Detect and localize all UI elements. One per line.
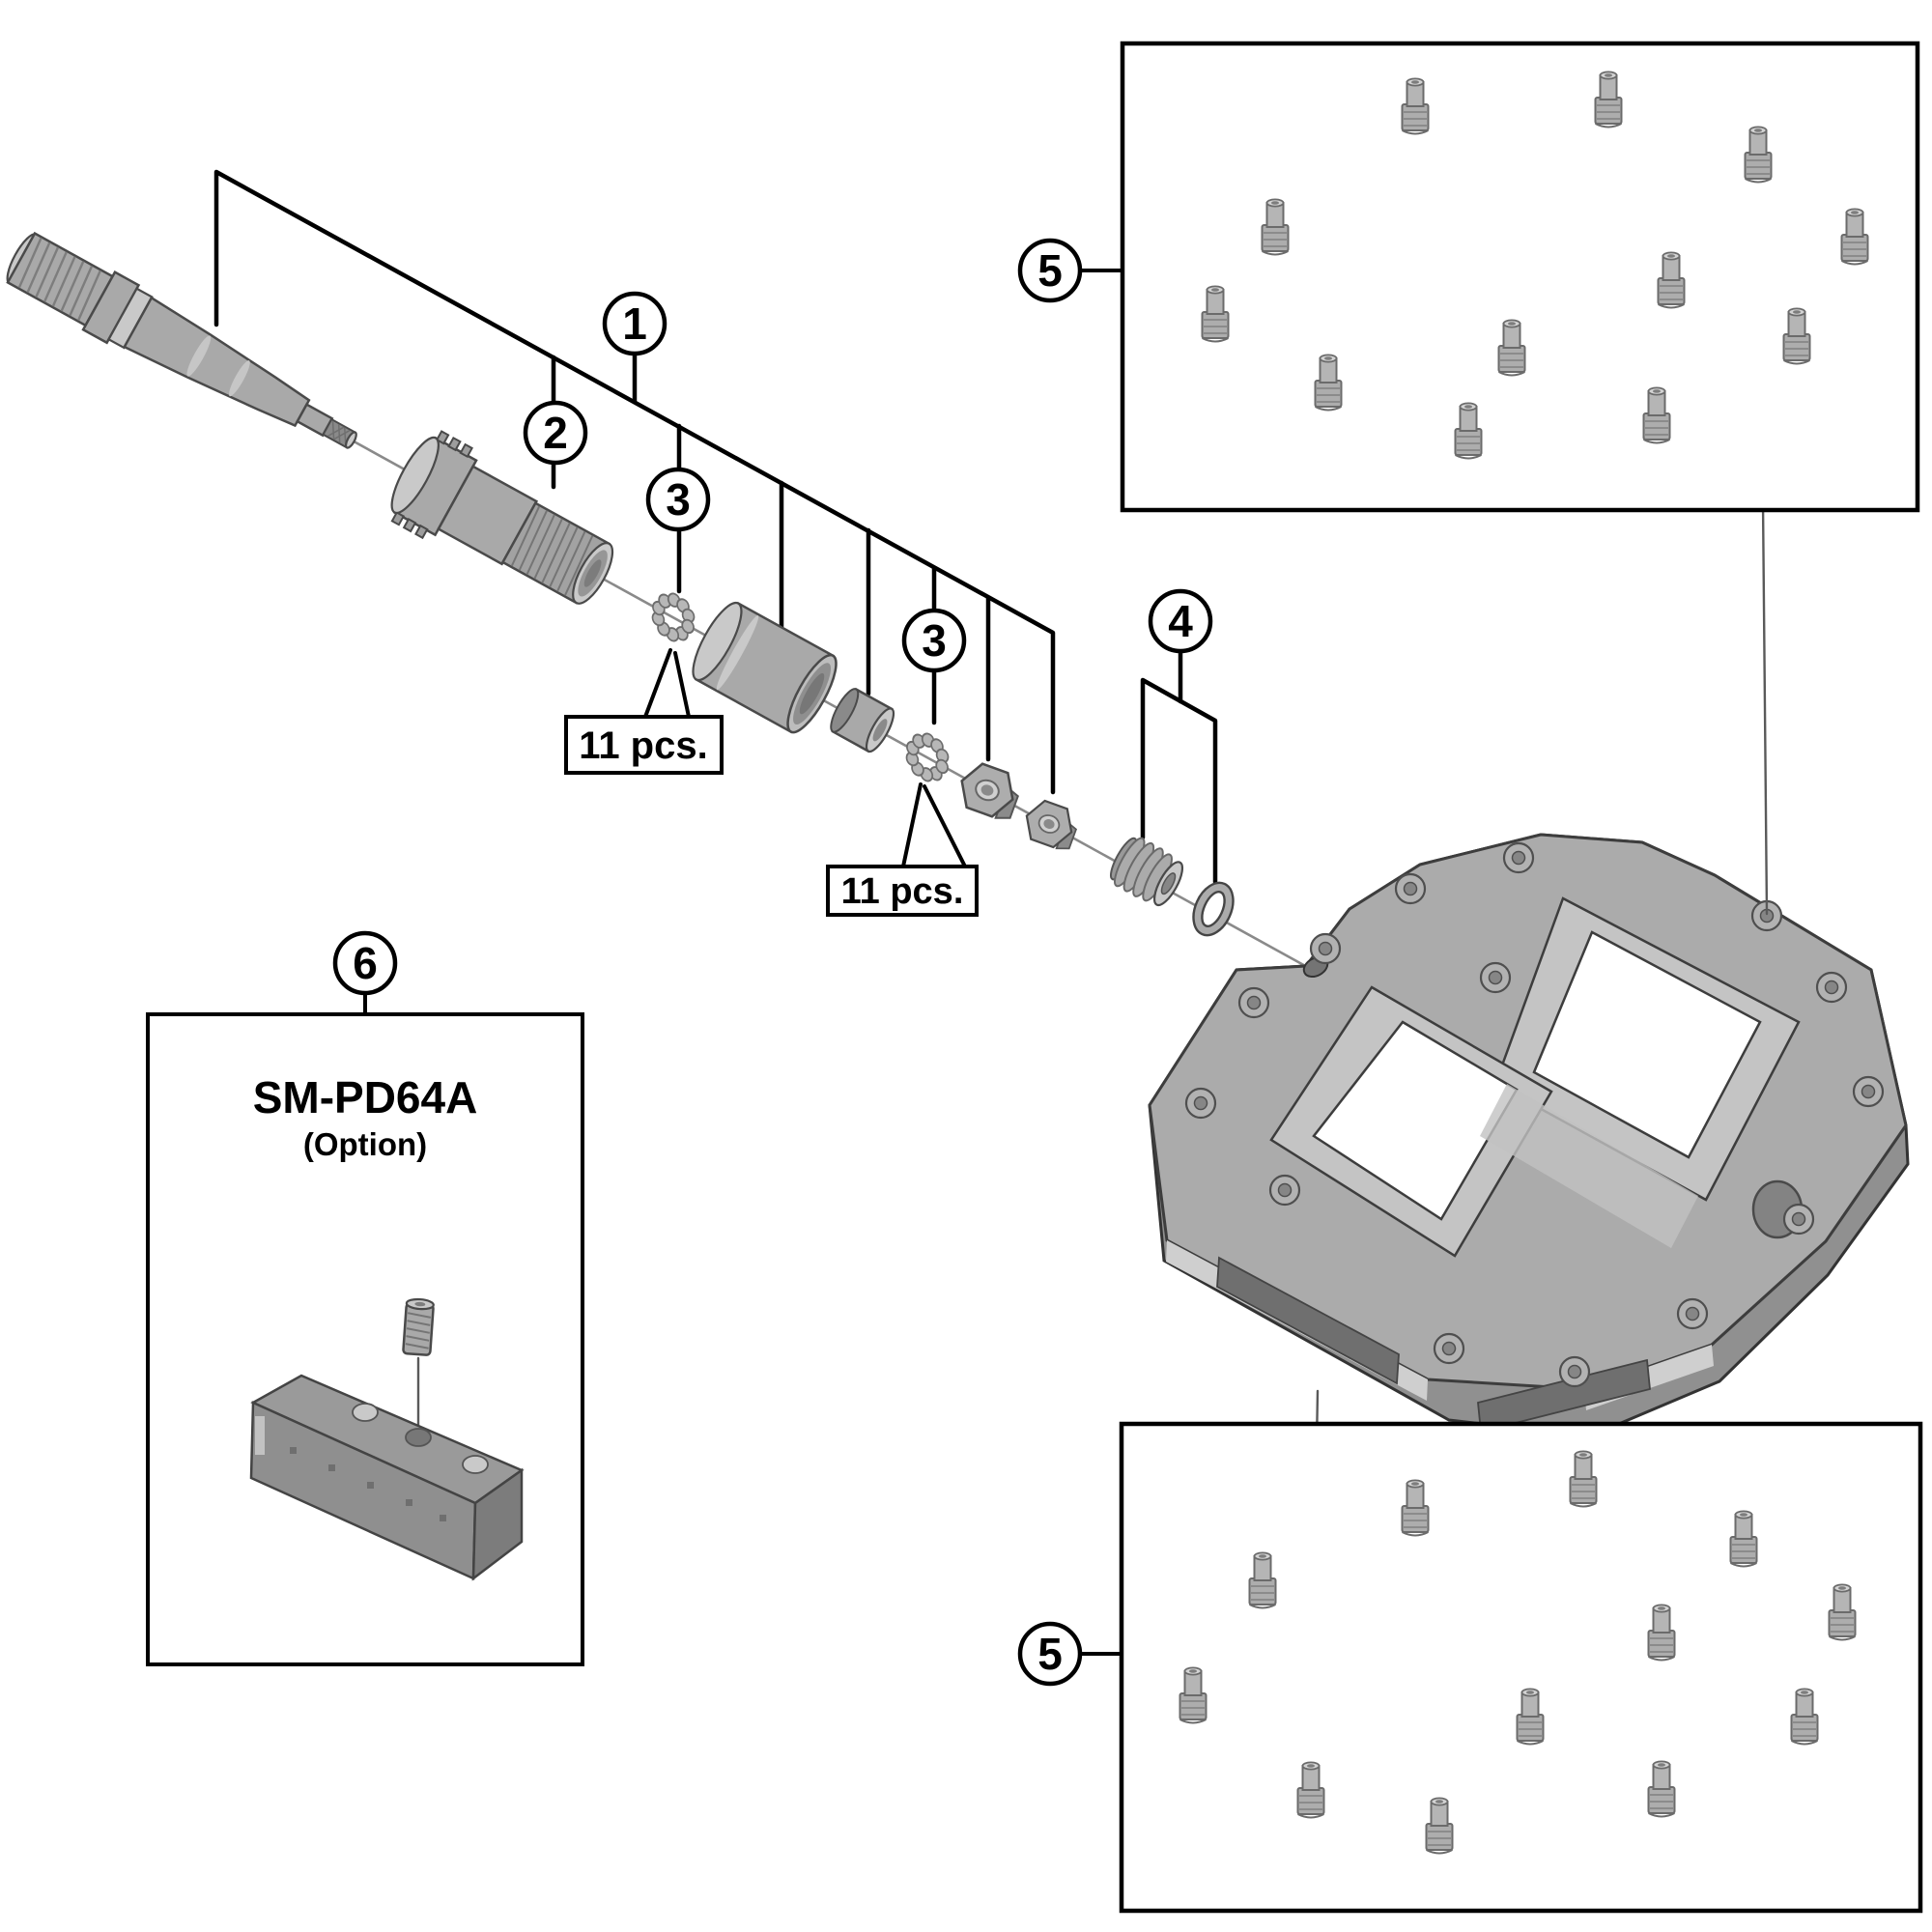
bracket-group-4 <box>1140 648 1218 885</box>
callout-2-label: 2 <box>543 408 568 458</box>
callout-5-top-label: 5 <box>1037 245 1063 296</box>
bracket-group-1 <box>213 169 1056 795</box>
qty-label-b: 11 pcs. <box>826 782 979 917</box>
bearing-qty-left-label: 11 pcs. <box>579 724 707 767</box>
callout-6-label: 6 <box>353 938 378 988</box>
option-variant-label: (Option) <box>303 1126 427 1162</box>
callout-5-bottom-label: 5 <box>1037 1629 1063 1679</box>
option-box: SM-PD64A (Option) <box>146 1012 584 1666</box>
callout-2: 2 <box>523 400 588 466</box>
callout-3-right: 3 <box>901 608 967 673</box>
inner-sleeve <box>692 601 838 734</box>
callout-3-right-label: 3 <box>922 615 947 666</box>
bearing-qty-right-label: 11 pcs. <box>841 871 964 912</box>
pedal-body <box>1148 833 1910 1438</box>
pedal-axle <box>6 231 357 449</box>
reflector-setscrew <box>402 1297 435 1356</box>
callout-6: 6 <box>332 930 398 1016</box>
pin-box-top <box>1120 41 1920 513</box>
axle-lock-body <box>390 430 614 605</box>
o-ring-washer <box>1192 881 1235 937</box>
hex-nut-a <box>952 757 1026 824</box>
qty-label-a: 11 pcs. <box>564 648 724 775</box>
reflector-unit <box>249 1374 525 1581</box>
callout-1: 1 <box>602 291 668 356</box>
hex-nut-b <box>1018 795 1083 854</box>
cone-spacer <box>830 687 895 753</box>
pin-box-bottom <box>1119 1421 1923 1914</box>
callout-4: 4 <box>1148 588 1213 654</box>
bearing-cap-plug <box>1109 837 1184 907</box>
callout-5-bottom: 5 <box>1017 1621 1123 1687</box>
callout-3-left-label: 3 <box>666 474 691 525</box>
callout-5-top: 5 <box>1017 238 1124 303</box>
callout-4-label: 4 <box>1168 596 1193 646</box>
option-model-label: SM-PD64A <box>253 1072 478 1122</box>
callout-3-left: 3 <box>645 467 711 532</box>
callout-1-label: 1 <box>622 298 647 349</box>
